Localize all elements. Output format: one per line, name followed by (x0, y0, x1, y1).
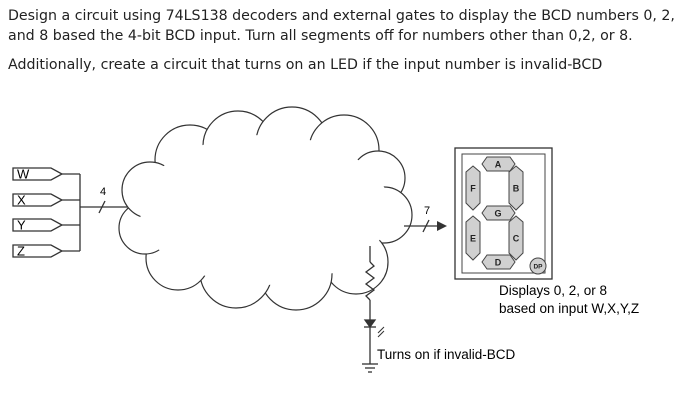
led-caption: Turns on if invalid-BCD (377, 347, 516, 362)
seven-segment-display: A B C D E F G DP (454, 147, 553, 280)
segment-b (508, 165, 524, 211)
problem-statement: Design a circuit using 74LS138 decoders … (8, 6, 692, 84)
segment-label-e: E (470, 234, 476, 244)
input-pin-x: X (12, 193, 64, 208)
input-pin-z: Z (12, 244, 64, 259)
input-pin-label: Z (17, 244, 25, 259)
segment-label-f: F (470, 184, 476, 194)
problem-paragraph-1: Design a circuit using 74LS138 decoders … (8, 8, 675, 44)
ground-symbol (362, 363, 378, 373)
segment-label-b: B (513, 184, 520, 194)
input-wires (62, 173, 128, 252)
resistor (364, 261, 376, 301)
segment-a (481, 156, 516, 172)
segment-label-c: C (513, 234, 520, 244)
segment-g (481, 205, 516, 221)
segment-d (481, 254, 516, 270)
output-bus (404, 219, 447, 233)
input-pin-y: Y (12, 218, 64, 233)
segment-label-a: A (495, 160, 502, 170)
segment-e (465, 215, 481, 261)
segment-label-g: G (494, 209, 501, 219)
segment-c (508, 215, 524, 261)
decimal-point-label: DP (533, 264, 543, 271)
display-caption-line-2: based on input W,X,Y,Z (499, 301, 639, 316)
segment-f (465, 165, 481, 211)
cloud-shape (118, 106, 413, 311)
decimal-point (529, 257, 547, 275)
input-pin-label: X (17, 193, 26, 208)
led-diode (363, 319, 377, 329)
output-bus-width: 7 (424, 205, 430, 217)
input-pin-label: Y (17, 218, 26, 233)
input-pin-w: W (12, 167, 64, 182)
led-circuit (362, 246, 385, 373)
display-caption-line-1: Displays 0, 2, or 8 (499, 283, 607, 298)
input-bus-width: 4 (100, 186, 106, 198)
input-pin-label: W (17, 167, 30, 182)
problem-paragraph-2: Additionally, create a circuit that turn… (8, 57, 603, 73)
segment-label-d: D (495, 258, 502, 268)
